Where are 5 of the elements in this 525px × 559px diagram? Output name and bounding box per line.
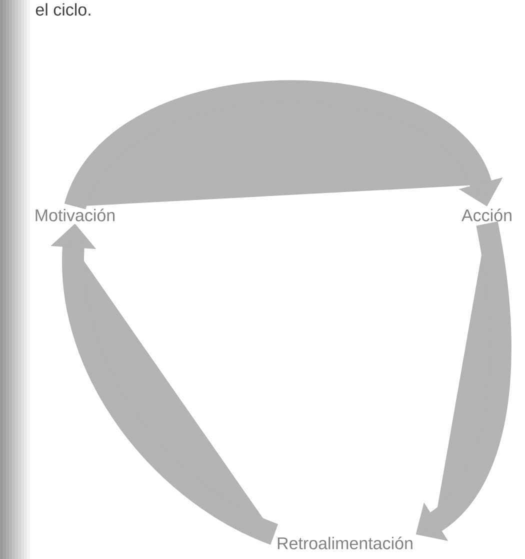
curved-arrow — [65, 80, 503, 212]
cycle-label: Motivación — [36, 208, 114, 222]
cycle-label: Acción — [462, 208, 512, 222]
cycle-label: Retroalimentación — [278, 536, 412, 550]
text-fragment: el ciclo. — [36, 3, 90, 16]
